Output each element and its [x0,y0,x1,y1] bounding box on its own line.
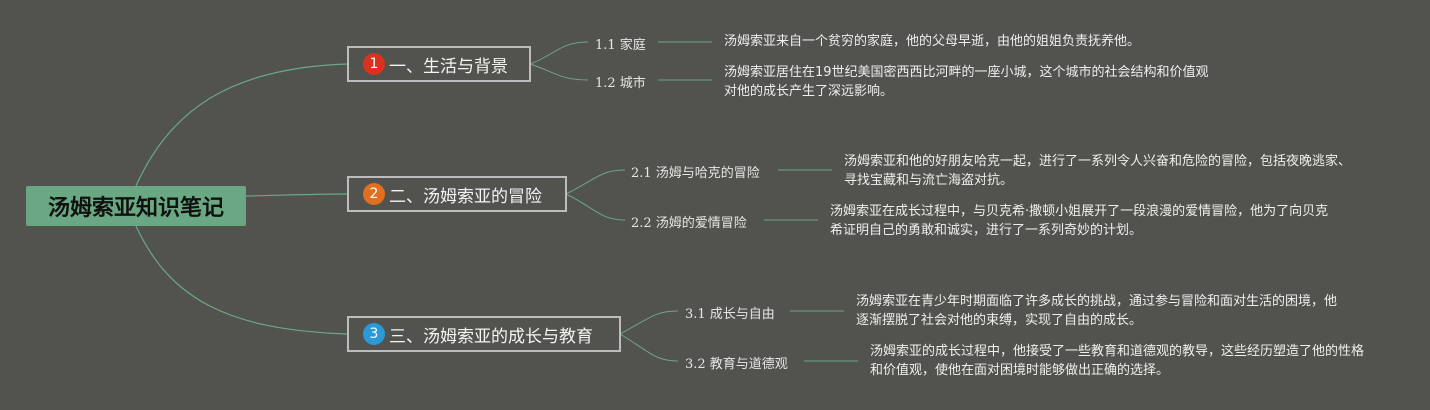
subtopic-1-1[interactable]: 1.1 家庭 [595,38,646,53]
branch-2-topic[interactable]: 2 二、汤姆索亚的冒险 [347,176,567,212]
leaf-2-2[interactable]: 汤姆索亚在成长过程中，与贝克希·撒顿小姐展开了一段浪漫的爱情冒险，他为了向贝克希… [830,204,1329,238]
badge-2-icon: 2 [363,183,385,205]
leaf-3-2[interactable]: 汤姆索亚的成长过程中，他接受了一些教育和道德观的教导，这些经历塑造了他的性格和价… [870,344,1365,378]
root-topic[interactable]: 汤姆索亚知识笔记 [26,186,246,226]
branch-3-topic[interactable]: 3 三、汤姆索亚的成长与教育 [347,316,621,352]
link-root-branch-2 [245,193,348,197]
link-b1-s1 [529,41,589,65]
link-root-branch-1 [135,63,348,187]
link-b1-s2 [529,63,589,81]
subtopic-3-2[interactable]: 3.2 教育与道德观 [685,357,788,372]
leaf-1-2[interactable]: 汤姆索亚居住在19世纪美国密西西比河畔的一座小城，这个城市的社会结构和价值观对他… [724,65,1209,99]
branch-3-title: 三、汤姆索亚的成长与教育 [389,326,593,347]
link-root-branch-3 [135,225,348,335]
branch-2-title: 二、汤姆索亚的冒险 [389,186,542,207]
link-b2-s1 [565,169,626,195]
subtopic-1-2[interactable]: 1.2 城市 [595,76,646,91]
link-b3-s2 [619,333,679,362]
link-b3-s1 [619,310,679,335]
leaf-1-1[interactable]: 汤姆索亚来自一个贫穷的家庭，他的父母早逝，由他的姐姐负责抚养他。 [724,34,1141,49]
branch-1-topic[interactable]: 1 一、生活与背景 [347,46,531,82]
branch-1-title: 一、生活与背景 [389,56,508,77]
leaf-3-1[interactable]: 汤姆索亚在青少年时期面临了许多成长的挑战，通过参与冒险和面对生活的困境，他逐渐摆… [856,294,1338,328]
root-title: 汤姆索亚知识笔记 [47,196,224,221]
subtopic-2-1[interactable]: 2.1 汤姆与哈克的冒险 [631,166,760,181]
leaf-2-1[interactable]: 汤姆索亚和他的好朋友哈克一起，进行了一系列令人兴奋和危险的冒险，包括夜晚逃家、寻… [844,154,1352,188]
badge-1-icon: 1 [363,53,385,75]
link-b2-s2 [565,193,626,221]
subtopic-3-1[interactable]: 3.1 成长与自由 [685,307,775,322]
subtopic-2-2[interactable]: 2.2 汤姆的爱情冒险 [631,216,747,231]
badge-3-icon: 3 [363,323,385,345]
